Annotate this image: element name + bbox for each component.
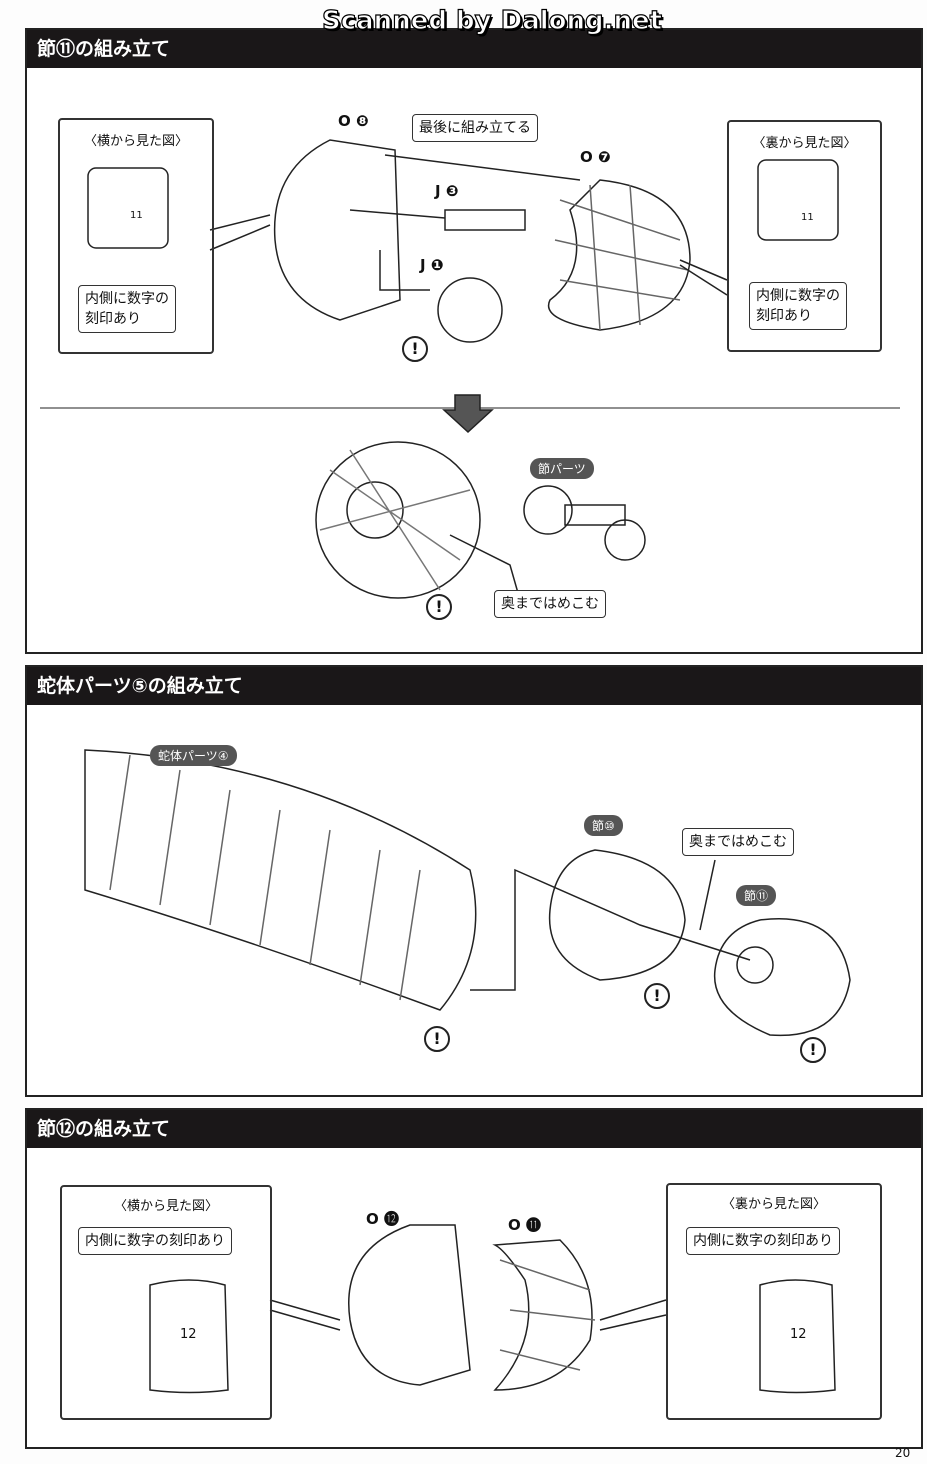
joint11-label: 節⑪ — [736, 885, 777, 906]
engraving-note: 内側に数字の 刻印あり — [78, 285, 176, 333]
engraving-note: 内側に数字の 刻印あり — [749, 282, 847, 330]
assemble-last-note: 最後に組み立てる — [412, 114, 538, 142]
caution-icon: ! — [424, 1026, 450, 1052]
caution-icon: ! — [402, 336, 428, 362]
part-label-o7: O ❼ — [580, 148, 611, 166]
side-view-caption: 〈横から見た図〉 — [83, 134, 188, 149]
engraved-number: 11 — [801, 212, 814, 223]
page-number: 20 — [895, 1446, 911, 1460]
side-view-box: 〈横から見た図〉 内側に数字の刻印あり 12 — [60, 1185, 272, 1420]
part-label-j1: J ❶ — [420, 256, 444, 274]
caution-icon: ! — [800, 1037, 826, 1063]
part-label-j3: J ❸ — [435, 182, 459, 200]
joint10-label: 節⑩ — [584, 815, 623, 836]
engraving-note: 内側に数字の刻印あり — [78, 1227, 232, 1255]
shell-part-o12 — [348, 1224, 471, 1386]
caution-icon: ! — [644, 983, 670, 1009]
engraved-number: 12 — [180, 1327, 197, 1342]
snake-body-part4 — [84, 749, 477, 1011]
assembled-joint11 — [315, 441, 481, 599]
side-view-caption: 〈横から見た図〉 — [113, 1199, 218, 1214]
inner-view-12-back — [759, 1279, 836, 1394]
back-view-caption: 〈裏から見た図〉 — [752, 136, 857, 151]
part-j3 — [444, 209, 526, 231]
section-title: 節⑪の組み立て — [27, 30, 921, 68]
caution-icon: ! — [426, 594, 452, 620]
push-in-note: 奥まではめこむ — [682, 828, 794, 856]
shell-part-o8 — [273, 139, 401, 321]
body4-label: 蛇体パーツ④ — [150, 745, 237, 766]
side-view-box: 〈横から見た図〉 11 内側に数字の 刻印あり — [58, 118, 214, 354]
shell-part-o7 — [547, 179, 691, 331]
section-body5: 蛇体パーツ⑤の組み立て — [25, 665, 923, 1097]
back-view-box: 〈裏から見た図〉 内側に数字の刻印あり 12 — [666, 1183, 882, 1420]
engraving-note: 内側に数字の刻印あり — [686, 1227, 840, 1255]
part-label-o11: O ⓫ — [508, 1216, 541, 1234]
back-view-box: 〈裏から見た図〉 11 内側に数字の 刻印あり — [727, 120, 882, 352]
joint-part-label: 節パーツ — [530, 458, 594, 479]
part-label-o8: O ❽ — [338, 112, 369, 130]
section-title: 蛇体パーツ⑤の組み立て — [27, 667, 921, 705]
push-in-note: 奥まではめこむ — [494, 590, 606, 618]
section-title: 節⑫の組み立て — [27, 1110, 921, 1148]
watermark: Scanned by Dalong.net — [321, 5, 663, 36]
engraved-number: 11 — [130, 210, 143, 221]
joint-part — [523, 485, 573, 535]
engraved-number: 12 — [790, 1327, 807, 1342]
inner-view-11-back — [757, 159, 839, 241]
inner-view-12-side — [149, 1279, 229, 1394]
part-label-o12: O ⓬ — [366, 1210, 399, 1228]
shell-part-o11 — [492, 1239, 593, 1391]
joint10 — [548, 849, 686, 981]
back-view-caption: 〈裏から見た図〉 — [721, 1197, 826, 1212]
inner-view-11-side — [87, 167, 169, 249]
joint11-sec2 — [713, 918, 851, 1037]
part-j1 — [437, 277, 503, 343]
